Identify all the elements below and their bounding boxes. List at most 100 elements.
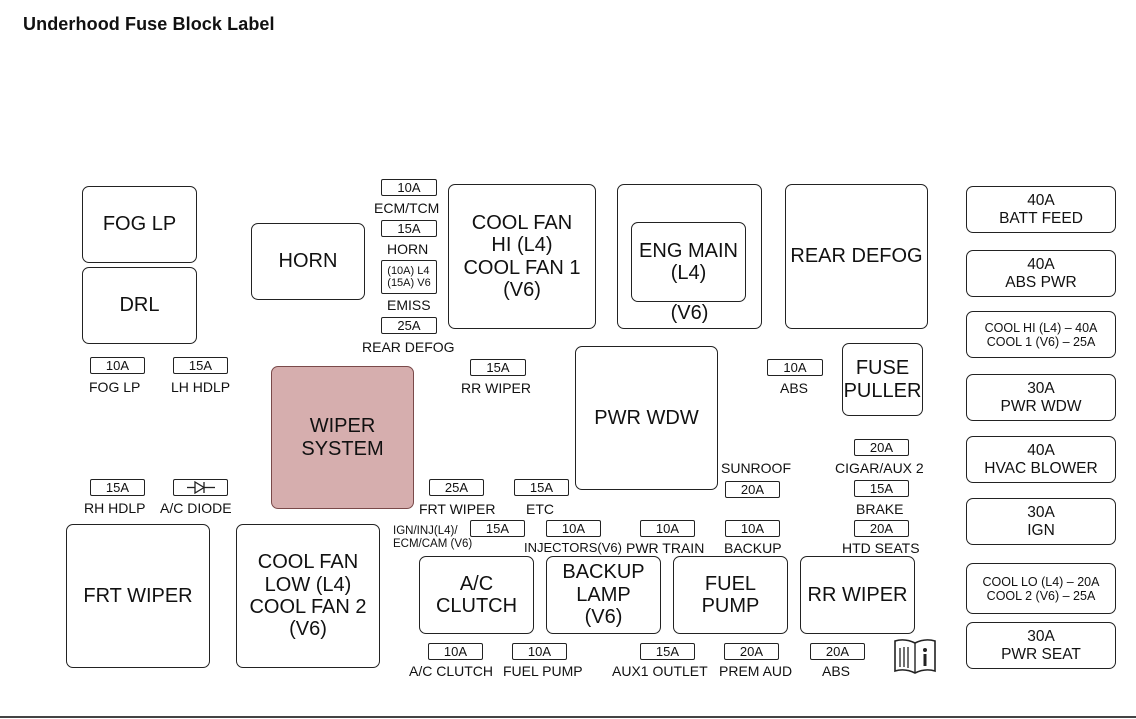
fuse-abs-bottom: 20A bbox=[810, 643, 865, 660]
page-title: Underhood Fuse Block Label bbox=[23, 14, 275, 34]
fuse-name: IGN bbox=[1027, 521, 1055, 539]
fuse-label-horn: HORN bbox=[387, 241, 429, 257]
fuse-fog-lp: 10A bbox=[90, 357, 145, 374]
maxi-fuse-cool-hi: COOL HI (L4) – 40A COOL 1 (V6) – 25A bbox=[966, 311, 1116, 358]
relay-label: BACKUP LAMP (V6) bbox=[562, 561, 645, 629]
relay-fuel-pump: FUEL PUMP bbox=[673, 556, 788, 634]
bottom-rule bbox=[0, 716, 1136, 718]
relay-label: DRL bbox=[119, 294, 160, 317]
fuse-horn: 15A bbox=[381, 220, 437, 237]
fuse-label-ac-diode: A/C DIODE bbox=[160, 500, 232, 516]
fuse-emiss: (10A) L4 (15A) V6 bbox=[381, 260, 437, 294]
maxi-fuse-cool-lo: COOL LO (L4) – 20A COOL 2 (V6) – 25A bbox=[966, 563, 1116, 614]
fuse-label-abs-top: ABS bbox=[780, 380, 809, 396]
fuse-rating: 30A bbox=[1027, 503, 1055, 521]
relay-label-v6: (V6) bbox=[670, 301, 709, 324]
relay-pwr-wdw: PWR WDW bbox=[575, 346, 718, 490]
fuse-rating: 30A bbox=[1027, 379, 1055, 397]
relay-label: RR WIPER bbox=[807, 583, 908, 606]
fuse-label-htd-seats: HTD SEATS bbox=[842, 540, 920, 556]
fuse-rating: 30A bbox=[1027, 627, 1055, 645]
fuse-label-ecm-tcm: ECM/TCM bbox=[374, 200, 440, 216]
fuse-sunroof: 20A bbox=[725, 481, 780, 498]
fuse-rr-wiper: 15A bbox=[470, 359, 526, 376]
relay-wiper-system: WIPER SYSTEM bbox=[271, 366, 414, 509]
fuse-pwr-train: 10A bbox=[640, 520, 695, 537]
fuse-abs-top: 10A bbox=[767, 359, 823, 376]
fuse-brake: 15A bbox=[854, 480, 909, 497]
relay-cool-fan-hi: COOL FAN HI (L4) COOL FAN 1 (V6) bbox=[448, 184, 596, 329]
relay-label: WIPER SYSTEM bbox=[301, 415, 384, 460]
relay-drl: DRL bbox=[82, 267, 197, 344]
relay-label: FUSE PULLER bbox=[843, 357, 922, 402]
fuse-label-rr-wiper: RR WIPER bbox=[461, 380, 531, 396]
fuse-label-lh-hdlp: LH HDLP bbox=[171, 379, 231, 395]
fuse-label-sunroof: SUNROOF bbox=[721, 460, 791, 476]
fuse-prem-aud: 20A bbox=[724, 643, 779, 660]
manual-book-icon bbox=[894, 639, 936, 674]
relay-label: COOL FAN HI (L4) COOL FAN 1 (V6) bbox=[463, 211, 581, 301]
fuse-ign-inj: 15A bbox=[470, 520, 525, 537]
fuse-label-aux1-outlet: AUX1 OUTLET bbox=[612, 663, 708, 679]
fuse-label-rear-defog: REAR DEFOG bbox=[362, 339, 455, 355]
fuse-injectors: 10A bbox=[546, 520, 601, 537]
fuse-name: COOL LO (L4) – 20A COOL 2 (V6) – 25A bbox=[982, 574, 1100, 603]
relay-label: FUEL PUMP bbox=[701, 572, 760, 617]
relay-label: ENG MAIN (L4) bbox=[639, 239, 738, 284]
fuse-label-backup: BACKUP bbox=[724, 540, 782, 556]
fuse-label-emiss: EMISS bbox=[387, 297, 431, 313]
fuse-name: HVAC BLOWER bbox=[984, 459, 1098, 477]
fuse-label-frt-wiper: FRT WIPER bbox=[419, 501, 496, 517]
relay-label: FRT WIPER bbox=[83, 584, 193, 607]
fuse-name: COOL HI (L4) – 40A COOL 1 (V6) – 25A bbox=[984, 320, 1098, 349]
fuse-frt-wiper: 25A bbox=[429, 479, 484, 496]
relay-frt-wiper: FRT WIPER bbox=[66, 524, 210, 668]
fuse-fuel-pump: 10A bbox=[512, 643, 567, 660]
ac-diode bbox=[173, 479, 228, 496]
fuse-label-cigar-aux: CIGAR/AUX 2 bbox=[835, 460, 924, 476]
relay-label: A/C CLUTCH bbox=[435, 572, 518, 617]
fuse-label-abs-bottom: ABS bbox=[822, 663, 851, 679]
fuse-label-brake: BRAKE bbox=[856, 501, 904, 517]
eng-main-inner: ENG MAIN (L4) bbox=[631, 222, 746, 302]
fuse-ecm-tcm: 10A bbox=[381, 179, 437, 196]
relay-rr-wiper: RR WIPER bbox=[800, 556, 915, 634]
fuse-label-etc: ETC bbox=[526, 501, 554, 517]
relay-backup-lamp: BACKUP LAMP (V6) bbox=[546, 556, 661, 634]
fuse-label-prem-aud: PREM AUD bbox=[719, 663, 793, 679]
fuse-name: BATT FEED bbox=[999, 209, 1083, 227]
fuse-rating: 40A bbox=[1027, 191, 1055, 209]
relay-label: REAR DEFOG bbox=[790, 245, 923, 268]
fuse-label-ac-clutch: A/C CLUTCH bbox=[409, 663, 494, 679]
fuse-label-rh-hdlp: RH HDLP bbox=[84, 500, 146, 516]
relay-eng-main: ENG MAIN (L4) (V6) bbox=[617, 184, 762, 329]
fuse-etc: 15A bbox=[514, 479, 569, 496]
relay-fog-lp: FOG LP bbox=[82, 186, 197, 263]
fuse-label-ign-inj: IGN/INJ(L4)/ ECM/CAM (V6) bbox=[393, 525, 473, 550]
relay-label: PWR WDW bbox=[594, 406, 699, 429]
fuse-label-fog-lp: FOG LP bbox=[89, 379, 141, 395]
fuse-rear-defog: 25A bbox=[381, 317, 437, 334]
relay-ac-clutch: A/C CLUTCH bbox=[419, 556, 534, 634]
fuse-name: ABS PWR bbox=[1005, 273, 1077, 291]
relay-rear-defog: REAR DEFOG bbox=[785, 184, 928, 329]
fuse-htd-seats: 20A bbox=[854, 520, 909, 537]
fuse-aux1-outlet: 15A bbox=[640, 643, 695, 660]
relay-horn: HORN bbox=[251, 223, 365, 300]
fuse-ac-clutch: 10A bbox=[428, 643, 483, 660]
fuse-rating: 40A bbox=[1027, 441, 1055, 459]
fuse-rating: 40A bbox=[1027, 255, 1055, 273]
fuse-rh-hdlp: 15A bbox=[90, 479, 145, 496]
fuse-label-injectors: INJECTORS(V6) bbox=[524, 540, 622, 555]
fuse-backup: 10A bbox=[725, 520, 780, 537]
diode-icon bbox=[186, 481, 215, 494]
relay-cool-fan-low: COOL FAN LOW (L4) COOL FAN 2 (V6) bbox=[236, 524, 380, 668]
fuse-label-fuel-pump: FUEL PUMP bbox=[503, 663, 583, 679]
fuse-puller: FUSE PULLER bbox=[842, 343, 923, 416]
relay-label: FOG LP bbox=[102, 213, 177, 236]
